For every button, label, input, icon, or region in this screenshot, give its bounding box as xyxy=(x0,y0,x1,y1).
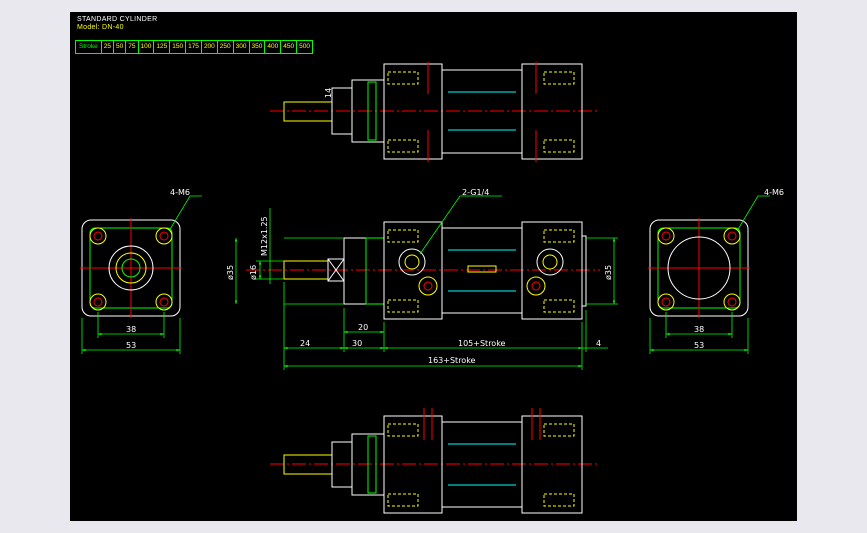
front-boss xyxy=(343,237,367,305)
right-end-view xyxy=(648,195,770,354)
stroke-table-cell: 350 xyxy=(250,41,266,53)
stroke-table-cell: 450 xyxy=(281,41,298,53)
top-nut-face xyxy=(367,81,377,141)
left-end-boss xyxy=(115,252,147,284)
dim-20: 20 xyxy=(358,323,368,332)
left-holes-label: 4-M6 xyxy=(170,188,190,197)
rod-dia-label: ø16 xyxy=(249,265,258,280)
dim-163-stroke: 163+Stroke xyxy=(428,356,476,365)
front-bolts xyxy=(387,229,575,313)
dim-105-stroke: 105+Stroke xyxy=(458,339,506,348)
stroke-table-cell: 100 xyxy=(139,41,155,53)
left-end-rod xyxy=(121,258,141,278)
top-view xyxy=(270,62,600,162)
stroke-table-label: Stroke xyxy=(76,41,102,53)
right-inner-dim: 38 xyxy=(694,325,704,334)
cylinder-drawing: 14 4-M6 38 53 xyxy=(80,62,784,514)
stroke-table-cell: 25 xyxy=(102,41,115,53)
boss-dia-label: ø35 xyxy=(226,265,235,280)
front-rear-cushion xyxy=(581,235,587,307)
front-ports xyxy=(398,248,564,296)
stroke-table-cell: 500 xyxy=(299,43,310,50)
top-rear-cap xyxy=(521,63,583,160)
front-nameplate xyxy=(467,265,497,273)
dim-30: 30 xyxy=(352,339,362,348)
front-dims xyxy=(234,195,618,370)
thread-label: M12x1.25 xyxy=(260,216,269,256)
stroke-table-cell: 200 xyxy=(202,41,218,53)
stroke-table-cell: 50 xyxy=(114,41,127,53)
top-bolts xyxy=(387,71,575,153)
right-end-holes xyxy=(657,227,741,311)
stroke-table-cell: 75 xyxy=(126,41,139,53)
right-holes-label: 4-M6 xyxy=(764,188,784,197)
left-inner-dim: 38 xyxy=(126,325,136,334)
drawing-title: STANDARD CYLINDER xyxy=(77,16,158,23)
model-label: Model: DN-40 xyxy=(77,24,124,31)
dim-rod-width: 14 xyxy=(324,88,333,98)
front-nut xyxy=(365,237,385,305)
dim-24: 24 xyxy=(300,339,310,348)
stroke-table-cell: 125 xyxy=(154,41,171,53)
bottom-view xyxy=(270,408,600,514)
left-end-view xyxy=(80,195,202,354)
left-end-bore xyxy=(108,245,154,291)
front-view xyxy=(234,195,618,370)
right-end-bore xyxy=(667,236,731,300)
right-end-dims xyxy=(649,195,770,354)
port-label: 2-G1/4 xyxy=(462,188,489,197)
stroke-table-cell: 175 xyxy=(186,41,202,53)
stroke-table-cell: 300 xyxy=(234,41,250,53)
boss-dia-right-label: ø35 xyxy=(604,265,613,280)
dim-4: 4 xyxy=(596,339,601,348)
left-outer-dim: 53 xyxy=(126,341,136,350)
right-outer-dim: 53 xyxy=(694,341,704,350)
top-bolt-centers xyxy=(427,62,537,162)
stroke-table-cell: 400 xyxy=(265,41,282,53)
stroke-table-cell: 150 xyxy=(170,41,187,53)
left-end-holes xyxy=(89,227,173,311)
left-end-dims xyxy=(81,195,202,354)
bottom-rear-cap xyxy=(521,415,583,514)
stroke-table-cell: 250 xyxy=(218,41,234,53)
